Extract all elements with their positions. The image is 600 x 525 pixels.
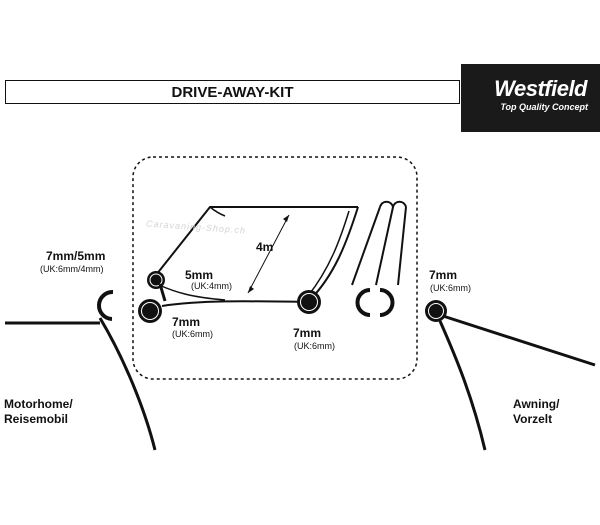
awning-label-line2: Vorzelt xyxy=(513,412,553,426)
bottom-bead-label: 7mm xyxy=(172,315,201,329)
right-connector-label: 7mm xyxy=(429,268,458,282)
logo-name: Westfield xyxy=(494,76,587,101)
length-label: 4m xyxy=(256,240,274,254)
kit-dashed-frame xyxy=(132,156,418,380)
motorhome-curve xyxy=(98,317,157,451)
right-bead-highlight xyxy=(428,303,444,319)
small-bead-highlight xyxy=(149,273,163,287)
mid-bead-uk-label: (UK:6mm) xyxy=(294,341,335,351)
awning-fabric-bottom xyxy=(161,300,311,307)
length-arrow-head-top xyxy=(283,215,289,222)
left-connector-uk-label: (UK:6mm/4mm) xyxy=(40,264,104,274)
awning-curve xyxy=(438,320,487,451)
bottom-bead-highlight xyxy=(141,302,159,320)
bead-joint xyxy=(158,283,167,302)
title-banner: DRIVE-AWAY-KIT xyxy=(5,80,460,104)
profile-c-left xyxy=(355,288,371,317)
profile-tube-outer-right xyxy=(397,206,407,286)
awning-label-line1: Awning/ xyxy=(513,397,560,411)
length-arrow-head-bottom xyxy=(248,286,254,293)
awning-line xyxy=(442,314,596,367)
awning-fabric-inner xyxy=(307,210,350,297)
motorhome-label-line2: Reisemobil xyxy=(4,412,69,426)
profile-tube-outer-left xyxy=(351,206,381,286)
left-connector-label: 7mm/5mm xyxy=(46,249,106,263)
profile-tube-cap xyxy=(379,200,407,211)
awning-fabric-lower xyxy=(158,284,226,301)
left-keder-rail xyxy=(97,289,114,321)
bottom-bead-uk-label: (UK:6mm) xyxy=(172,329,213,339)
right-connector-uk-label: (UK:6mm) xyxy=(430,283,471,293)
mid-bead-label: 7mm xyxy=(293,326,322,340)
small-bead-label: 5mm xyxy=(185,268,214,282)
motorhome-label-line1: Motorhome/ xyxy=(4,397,73,411)
length-arrow-line xyxy=(247,214,290,294)
awning-fabric-right xyxy=(309,206,359,301)
profile-tube-mid xyxy=(375,206,394,286)
profile-c-right xyxy=(379,288,395,317)
page-title: DRIVE-AWAY-KIT xyxy=(171,83,294,101)
small-bead-uk-label: (UK:4mm) xyxy=(191,281,232,291)
logo-tagline: Top Quality Concept xyxy=(500,102,588,112)
westfield-logo: Westfield Top Quality Concept xyxy=(461,64,600,132)
awning-fabric-back xyxy=(209,206,226,217)
mid-bead-highlight xyxy=(300,293,318,311)
